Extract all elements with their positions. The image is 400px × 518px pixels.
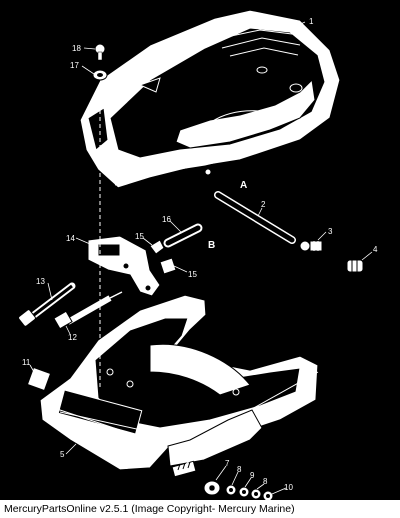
part-clip-upper[interactable] <box>149 239 165 255</box>
part-grommet[interactable] <box>92 69 108 81</box>
callout-11: 11 <box>22 358 31 367</box>
callout-letter-b: B <box>208 240 215 251</box>
callout-16: 16 <box>162 215 171 224</box>
callout-7: 7 <box>225 459 230 468</box>
callout-3: 3 <box>328 227 333 236</box>
callout-14: 14 <box>66 234 75 243</box>
part-washer-small-1[interactable] <box>225 484 237 496</box>
callout-8a: 8 <box>237 465 242 474</box>
part-clip-lower[interactable] <box>159 257 177 275</box>
callout-4: 4 <box>373 245 378 254</box>
callout-13: 13 <box>36 277 45 286</box>
callout-8b: 8 <box>263 477 268 486</box>
part-hose-b[interactable] <box>163 223 203 248</box>
part-top-cowl[interactable] <box>79 9 341 189</box>
callout-9: 9 <box>250 471 255 480</box>
part-screw[interactable] <box>94 43 106 61</box>
callout-10: 10 <box>284 483 293 492</box>
part-hose-a[interactable] <box>214 191 296 244</box>
callout-2: 2 <box>261 200 266 209</box>
part-threaded-plug[interactable] <box>171 460 197 478</box>
part-sensor[interactable] <box>53 291 123 330</box>
part-bracket[interactable] <box>87 235 161 297</box>
callout-18: 18 <box>72 44 81 53</box>
callout-letter-a: A <box>240 180 247 191</box>
callout-12: 12 <box>68 333 77 342</box>
callout-5: 5 <box>60 450 65 459</box>
callout-labels: 1 2 3 4 5 6 7 8 9 8 10 11 12 13 14 15 15… <box>22 17 378 492</box>
part-plug[interactable] <box>18 282 76 327</box>
part-decal[interactable] <box>26 366 52 392</box>
callout-6: 6 <box>193 452 198 461</box>
copyright-caption: MercuryPartsOnline v2.5.1 (Image Copyrig… <box>0 500 400 518</box>
part-washer-small-4[interactable] <box>262 490 274 500</box>
callout-1: 1 <box>309 17 314 26</box>
part-washer-large[interactable] <box>203 480 221 496</box>
exploded-parts-diagram: 1 2 3 4 5 6 7 8 9 8 10 11 12 13 14 15 15… <box>18 9 378 500</box>
callout-15a: 15 <box>135 232 144 241</box>
part-washer-small-2[interactable] <box>238 486 250 498</box>
part-fitting[interactable] <box>299 240 323 252</box>
part-bottom-cowl[interactable] <box>39 294 319 471</box>
callout-15b: 15 <box>188 270 197 279</box>
part-nipple[interactable] <box>346 259 364 273</box>
leader-lines <box>29 21 373 495</box>
part-washer-small-3[interactable] <box>250 488 262 500</box>
callout-17: 17 <box>70 61 79 70</box>
